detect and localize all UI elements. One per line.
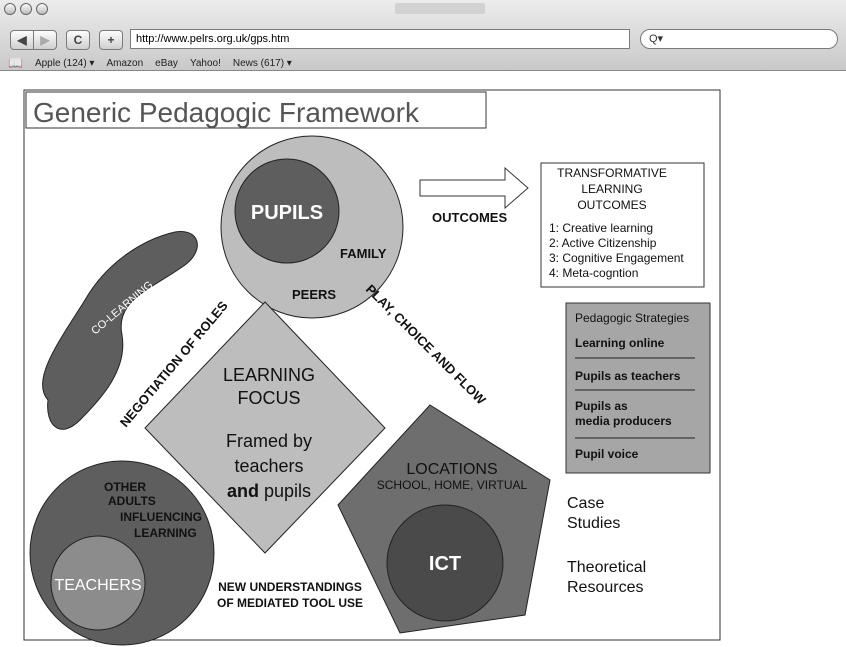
reload-icon: C (73, 33, 83, 47)
address-bar[interactable]: http://www.pelrs.org.uk/gps.htm (130, 29, 630, 49)
search-icon: Q▾ (649, 33, 664, 45)
other-adults-line-3: INFLUENCING (120, 510, 202, 524)
diagram-title: Generic Pedagogic Framework (33, 97, 420, 128)
outcome-item-3: 3: Cognitive Engagement (549, 251, 684, 265)
and-word: and (227, 481, 259, 501)
focus-title-line-2: FOCUS (238, 388, 301, 408)
pupils-word: pupils (259, 481, 311, 501)
strategies-title: Pedagogic Strategies (575, 311, 689, 325)
back-icon: ◀ (17, 33, 27, 47)
bookmark-news[interactable]: News (617) ▾ (232, 57, 292, 69)
bookmarks-book-icon[interactable]: 📖 (8, 56, 23, 70)
theoretical-line-2[interactable]: Resources (567, 579, 643, 596)
close-window-button[interactable] (4, 3, 16, 15)
locations-label: LOCATIONS (406, 461, 497, 478)
transformative-line-3: OUTCOMES (577, 198, 646, 212)
peers-label: PEERS (292, 287, 336, 302)
outcome-item-1: 1: Creative learning (549, 221, 653, 235)
focus-title-line-1: LEARNING (223, 365, 315, 385)
pupils-label: PUPILS (251, 202, 323, 224)
bookmark-apple[interactable]: Apple (124) ▾ (34, 57, 95, 69)
teachers-circle (50, 535, 146, 631)
new-understandings-line-2: OF MEDIATED TOOL USE (217, 596, 363, 610)
plus-icon: + (107, 33, 115, 47)
add-bookmark-button[interactable]: + (99, 30, 123, 50)
pupils-inner-circle (234, 158, 340, 264)
transformative-line-1: TRANSFORMATIVE (557, 166, 667, 180)
framed-line-2: teachers (234, 456, 303, 476)
other-adults-line-4: LEARNING (134, 526, 197, 540)
outcome-item-4: 4: Meta-cogntion (549, 266, 638, 280)
strategy-learning-online: Learning online (575, 336, 665, 350)
pedagogic-strategies-box (565, 302, 711, 474)
bookmark-yahoo[interactable]: Yahoo! (189, 57, 221, 69)
strategy-pupils-as: Pupils as (575, 399, 628, 413)
forward-icon: ▶ (40, 33, 50, 47)
forward-button[interactable]: ▶ (33, 30, 57, 50)
teachers-label: TEACHERS (54, 577, 141, 594)
browser-toolbar: ◀ ▶ C + http://www.pelrs.org.uk/gps.htm … (0, 0, 846, 71)
framed-line-3: and pupils (227, 481, 311, 501)
case-studies-line-1[interactable]: Case (567, 495, 604, 512)
learning-focus-diamond (144, 301, 386, 554)
bookmark-ebay[interactable]: eBay (155, 57, 178, 69)
url-text: http://www.pelrs.org.uk/gps.htm (136, 33, 290, 45)
other-adults-line-2: ADULTS (108, 494, 156, 508)
other-adults-line-1: OTHER (104, 480, 146, 494)
bookmark-amazon[interactable]: Amazon (106, 57, 144, 69)
locations-sub-label: SCHOOL, HOME, VIRTUAL (377, 478, 528, 492)
co-learning-shape (42, 231, 198, 430)
minimize-window-button[interactable] (20, 3, 32, 15)
transformative-line-2: LEARNING (581, 182, 642, 196)
transformative-outcomes-box (540, 162, 705, 288)
framed-line-1: Framed by (226, 431, 312, 451)
ict-circle (386, 504, 504, 622)
case-studies-line-2[interactable]: Studies (567, 515, 620, 532)
title-box (25, 91, 487, 129)
family-label: FAMILY (340, 246, 387, 261)
outcomes-label: OUTCOMES (432, 210, 507, 225)
reload-button[interactable]: C (66, 30, 90, 50)
new-understandings-line-1: NEW UNDERSTANDINGS (218, 580, 362, 594)
ict-label: ICT (429, 553, 461, 575)
zoom-window-button[interactable] (36, 3, 48, 15)
bookmarks-bar: 📖 Apple (124) ▾ Amazon eBay Yahoo! News … (0, 56, 846, 70)
search-input[interactable]: Q▾ (640, 29, 838, 49)
theoretical-line-1[interactable]: Theoretical (567, 559, 646, 576)
outcome-item-2: 2: Active Citizenship (549, 236, 657, 250)
strategy-media-producers: media producers (575, 414, 672, 428)
window-title-bar (395, 3, 485, 14)
outcomes-arrow (419, 166, 529, 210)
strategy-pupil-voice: Pupil voice (575, 447, 639, 461)
strategy-pupils-as-teachers: Pupils as teachers (575, 369, 681, 383)
